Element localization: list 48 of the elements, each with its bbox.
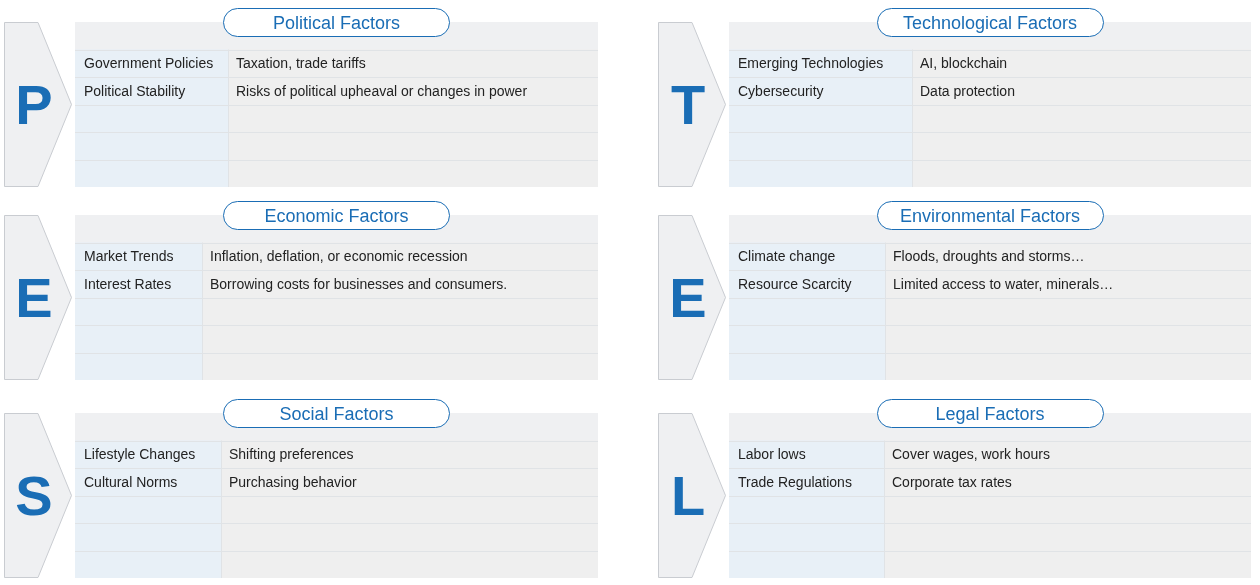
section-title: Technological Factors [902, 11, 1078, 34]
title-pill [876, 8, 1104, 37]
title-pill [223, 201, 450, 230]
title-pill [876, 201, 1104, 230]
factor-name: Political Stability [84, 81, 186, 100]
chevron-shape [658, 413, 726, 578]
factor-name: Cybersecurity [738, 81, 824, 100]
factor-description: Floods, droughts and storms… [893, 247, 1085, 266]
section-letter: T [669, 76, 707, 133]
section-title: Social Factors [279, 402, 394, 425]
section-letter: E [14, 269, 54, 326]
factor-name: Trade Regulations [738, 472, 852, 491]
factor-name: Market Trends [84, 247, 174, 266]
section-letter: E [668, 269, 708, 326]
factor-name: Emerging Technologies [738, 54, 884, 73]
factor-description: Taxation, trade tariffs [236, 54, 366, 73]
factor-description: Inflation, deflation, or economic recession [210, 247, 468, 266]
factor-description: Data protection [920, 81, 1015, 100]
factor-description: Risks of political upheaval or changes in power [236, 81, 528, 100]
factor-description: Borrowing costs for businesses and consumers. [210, 274, 508, 293]
chevron-shape [658, 22, 726, 187]
factor-description: Corporate tax rates [892, 472, 1012, 491]
chevron-shape [658, 215, 726, 380]
factor-description: Cover wages, work hours [892, 445, 1050, 464]
title-pill [876, 399, 1104, 428]
chevron-shape [4, 413, 72, 578]
section-title: Economic Factors [264, 204, 409, 227]
section-title: Political Factors [272, 11, 400, 34]
factor-name: Lifestyle Changes [84, 445, 196, 464]
factor-name: Government Policies [84, 54, 214, 73]
section-letter: S [14, 467, 54, 524]
factor-name: Labor lows [738, 445, 806, 464]
factor-description: Purchasing behavior [229, 472, 357, 491]
title-pill [223, 8, 450, 37]
factor-description: Shifting preferences [229, 445, 354, 464]
chevron-shape [4, 22, 72, 187]
chevron-shape [4, 215, 72, 380]
section-title: Legal Factors [935, 402, 1045, 425]
title-pill [223, 399, 450, 428]
factor-name: Interest Rates [84, 274, 172, 293]
factor-description: AI, blockchain [920, 54, 1008, 73]
section-title: Environmental Factors [899, 204, 1081, 227]
factor-description: Limited access to water, minerals… [893, 274, 1114, 293]
section-letter: L [669, 467, 707, 524]
factor-name: Climate change [738, 247, 836, 266]
factor-name: Cultural Norms [84, 472, 178, 491]
section-letter: P [14, 76, 54, 133]
factor-name: Resource Scarcity [738, 274, 852, 293]
